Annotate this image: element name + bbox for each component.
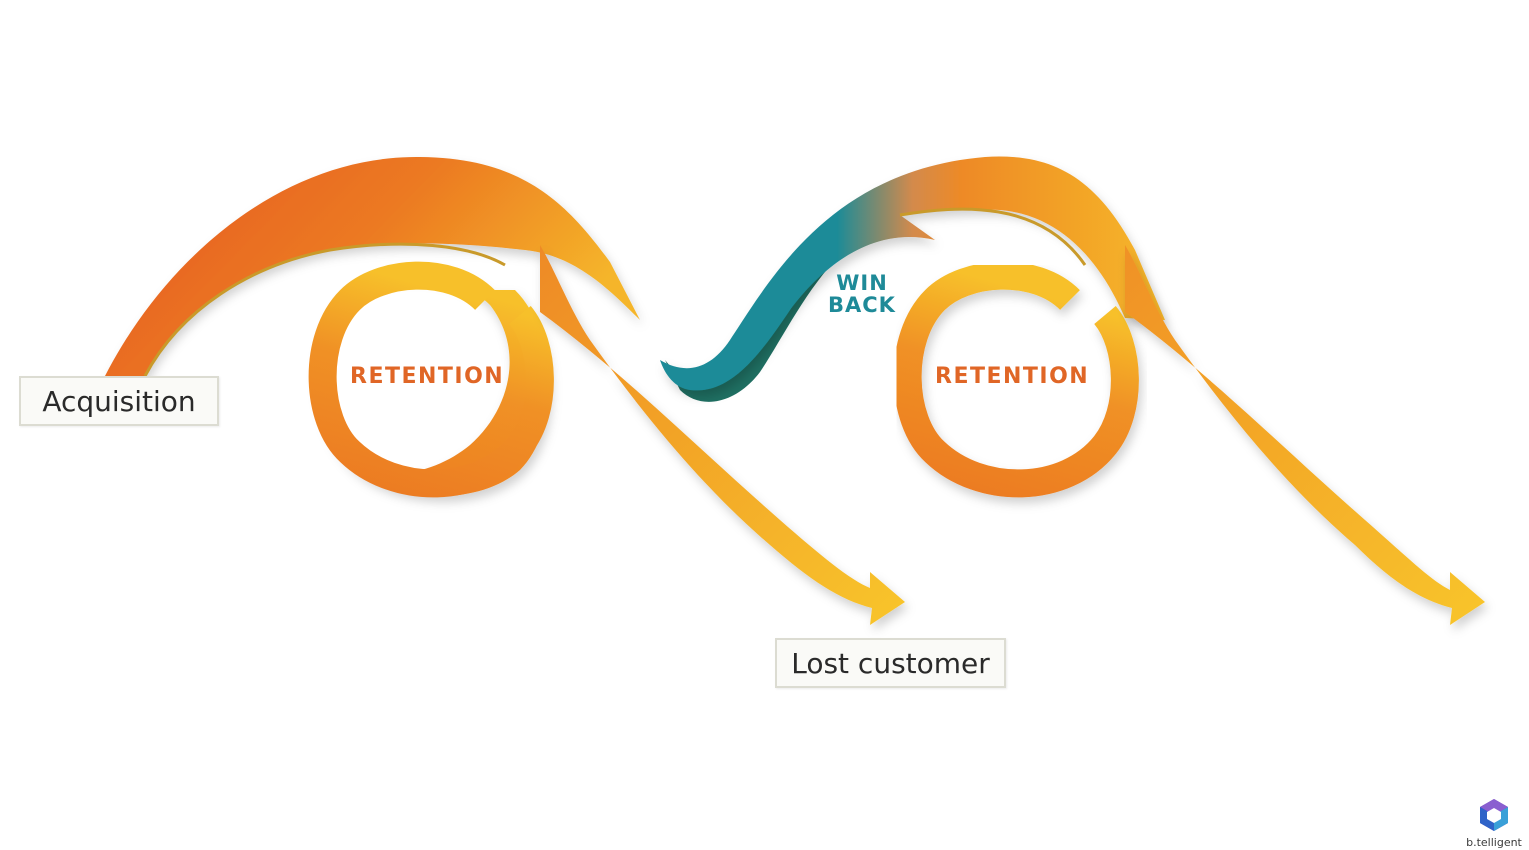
acquisition-arc [105, 156, 640, 376]
win-back-label-line1: WIN [836, 271, 888, 295]
retention-loop-2-ring [893, 261, 1139, 498]
acquisition-label: Acquisition [19, 376, 219, 426]
retention-loop-1-ring [308, 261, 554, 498]
retention-label-2: RETENTION [935, 364, 1090, 389]
second-tail [1125, 245, 1485, 625]
win-back-arc [660, 156, 1165, 391]
win-back-label-line2: BACK [828, 293, 896, 317]
acquisition-arc-inner-edge [143, 242, 506, 377]
lost-customer-label: Lost customer [775, 638, 1006, 688]
retention-label-1: RETENTION [350, 364, 505, 389]
win-back-arc-inner-edge [899, 207, 1087, 266]
logo-text: b.telligent [1466, 836, 1522, 849]
retention-loop-1 [314, 264, 550, 497]
cube-logo-icon [1480, 799, 1508, 831]
